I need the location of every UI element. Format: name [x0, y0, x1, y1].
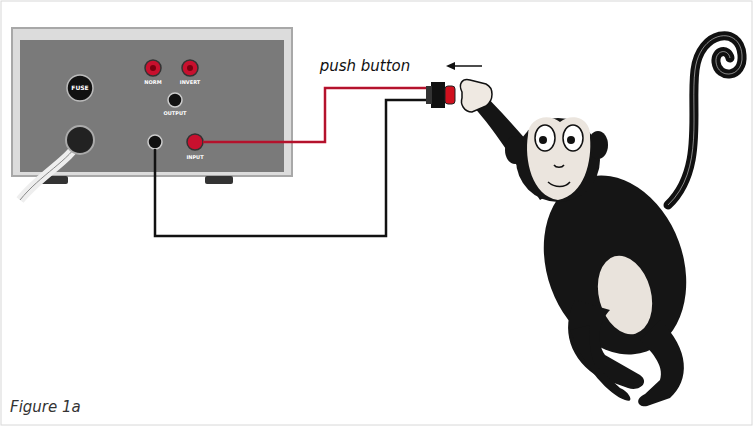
monkey-ear [505, 136, 525, 164]
monkey-eye [563, 125, 583, 151]
pointer-arrowhead [446, 62, 455, 70]
instrument-housing [12, 28, 292, 176]
push-button-body [431, 82, 445, 108]
foot [205, 176, 233, 184]
monkey-head [516, 118, 600, 202]
norm-socket [145, 60, 161, 76]
monkey [460, 36, 742, 407]
black-wire [155, 100, 431, 236]
output-socket [168, 93, 182, 107]
figure-caption: Figure 1a [10, 400, 81, 415]
input-ground-socket [148, 135, 162, 149]
socket-label: NORM [144, 80, 161, 85]
monkey-nose [554, 165, 564, 167]
input-socket [187, 134, 203, 150]
monkey-face [527, 117, 590, 200]
monkey-mouth [548, 182, 570, 187]
front-panel [20, 40, 284, 172]
red-wire [203, 88, 431, 142]
socket-label: INVERT [180, 80, 200, 85]
power-inlet [66, 126, 94, 154]
red-wire-edge [203, 88, 431, 142]
socket-hole [187, 65, 193, 71]
socket-hole [150, 65, 156, 71]
monkey-arm [570, 325, 630, 401]
monkey-tail-highlight [668, 36, 742, 205]
pointer-arrow [452, 65, 482, 67]
monkey-ear [588, 131, 608, 159]
part-label: push button [320, 59, 411, 74]
monkey-leg [638, 320, 684, 406]
fuse-holder [67, 75, 93, 101]
socket-label: OUTPUT [164, 111, 187, 116]
fuse-label: FUSE [71, 85, 88, 91]
push-button-cap [445, 86, 455, 104]
monkey-pupil [539, 136, 547, 144]
push-button-terminal [426, 86, 432, 104]
monkey-eye [535, 125, 555, 151]
monkey-hand [460, 80, 492, 112]
monkey-tail [668, 36, 742, 205]
invert-socket [182, 60, 198, 76]
monkey-pupil [567, 136, 575, 144]
socket-label: INPUT [186, 155, 203, 160]
